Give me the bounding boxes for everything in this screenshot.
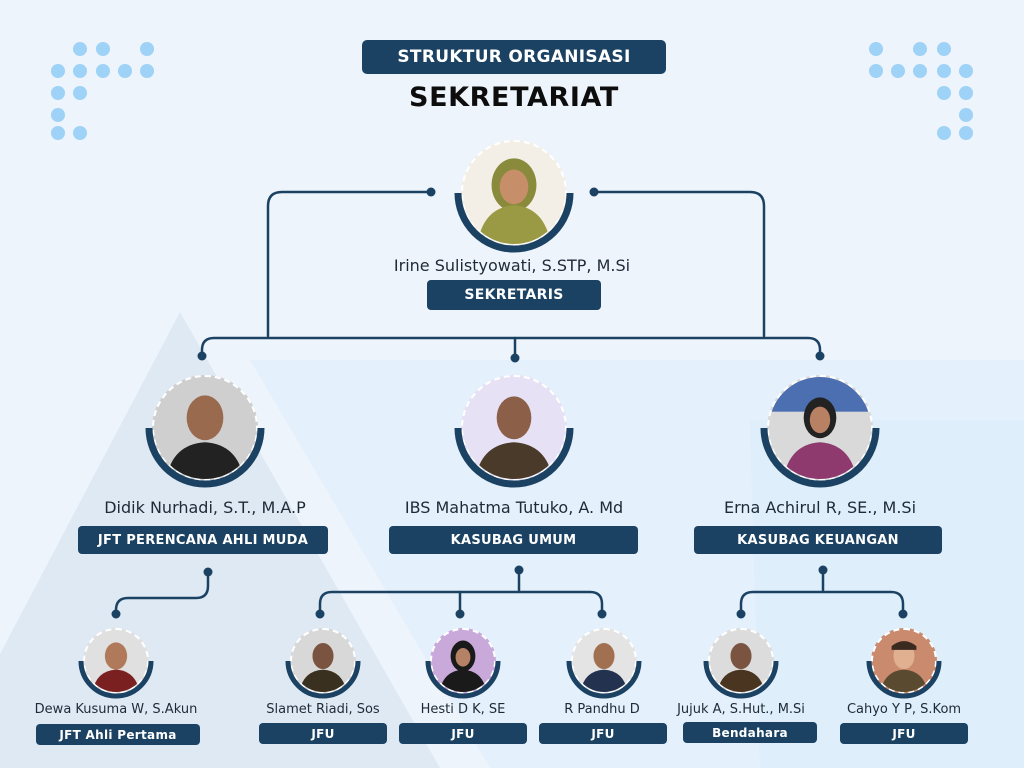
person-name: Jujuk A, S.Hut., M.Si: [677, 702, 805, 717]
avatar: [571, 628, 637, 694]
avatar: [461, 375, 567, 481]
avatar: [871, 628, 937, 694]
person-name: Erna Achirul R, SE., M.Si: [723, 498, 917, 517]
role-badge: JFU: [399, 723, 527, 744]
person-name: Hesti D K, SE: [420, 702, 506, 717]
avatar-ring: [703, 660, 779, 699]
person-name: IBS Mahatma Tutuko, A. Md: [404, 498, 624, 517]
avatar-ring: [145, 427, 265, 488]
avatar: [461, 140, 567, 246]
avatar-ring: [866, 660, 942, 699]
avatar: [83, 628, 149, 694]
person-name: R Pandhu D: [564, 702, 640, 717]
role-badge: SEKRETARIS: [427, 280, 601, 310]
role-badge: Bendahara: [683, 722, 817, 743]
avatar-ring: [425, 660, 501, 699]
avatar-ring: [454, 192, 574, 253]
avatar: [708, 628, 774, 694]
person-name: Slamet Riadi, Sos: [266, 702, 380, 717]
person-name: Didik Nurhadi, S.T., M.A.P: [104, 498, 306, 517]
avatar-ring: [285, 660, 361, 699]
person-name: Cahyo Y P, S.Kom: [846, 702, 962, 717]
person-name: Dewa Kusuma W, S.Akun: [34, 702, 198, 717]
avatar: [430, 628, 496, 694]
avatar: [152, 375, 258, 481]
person-name: Irine Sulistyowati, S.STP, M.Si: [393, 256, 631, 275]
avatar-ring: [566, 660, 642, 699]
avatar-ring: [760, 427, 880, 488]
role-badge: KASUBAG KEUANGAN: [694, 526, 942, 554]
avatar-ring: [78, 660, 154, 699]
role-badge: JFU: [259, 723, 387, 744]
avatar: [290, 628, 356, 694]
role-badge: JFU: [840, 723, 968, 744]
role-badge: JFU: [539, 723, 667, 744]
avatar-ring: [454, 427, 574, 488]
role-badge: JFT PERENCANA AHLI MUDA: [78, 526, 328, 554]
page-title: SEKRETARIAT: [409, 82, 619, 113]
role-badge: JFT Ahli Pertama: [36, 724, 200, 745]
role-badge: KASUBAG UMUM: [389, 526, 638, 554]
header-title: STRUKTUR ORGANISASI: [362, 40, 666, 74]
